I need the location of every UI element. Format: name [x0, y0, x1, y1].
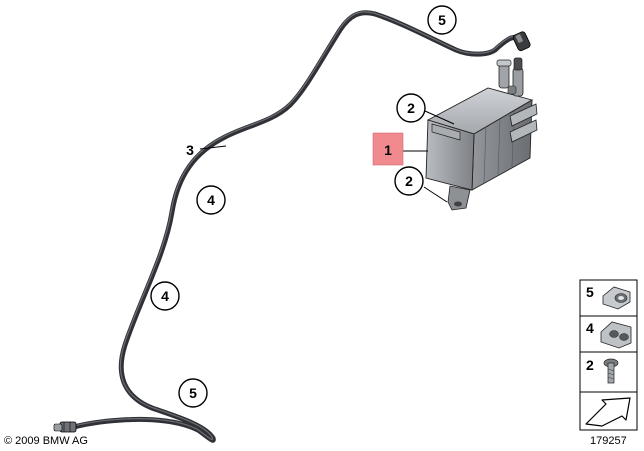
parts-legend: 5 4 2	[579, 279, 638, 431]
direction-arrow-icon	[585, 397, 631, 427]
double-clip-icon	[600, 321, 632, 349]
callout-2-lower[interactable]: 2	[394, 166, 424, 196]
hose-end-fitting-top	[512, 31, 531, 52]
bolt-icon	[603, 358, 619, 384]
callout-3[interactable]: 3	[186, 142, 194, 158]
svg-text:2: 2	[586, 357, 594, 373]
svg-text:5: 5	[586, 284, 594, 300]
svg-text:2: 2	[405, 173, 413, 189]
legend-item-4[interactable]: 4	[586, 320, 632, 349]
svg-text:1: 1	[384, 142, 392, 158]
legend-item-5[interactable]: 5	[586, 284, 631, 310]
legend-item-2[interactable]: 2	[586, 357, 619, 384]
svg-text:3: 3	[186, 142, 194, 158]
transmission-oil-cooler	[425, 57, 538, 211]
callout-4-lower[interactable]: 4	[150, 281, 180, 311]
svg-text:2: 2	[407, 100, 415, 116]
callout-5-top[interactable]: 5	[427, 5, 457, 35]
copyright-text: © 2009 BMW AG	[4, 435, 88, 447]
callout-5-bottom[interactable]: 5	[178, 378, 208, 408]
svg-text:5: 5	[189, 385, 197, 401]
svg-text:4: 4	[161, 288, 169, 304]
callout-2-upper[interactable]: 2	[396, 93, 426, 123]
svg-text:4: 4	[207, 192, 215, 208]
callout-1-highlighted[interactable]: 1	[372, 132, 404, 166]
hose-line	[67, 10, 527, 443]
diagram-id: 179257	[590, 435, 627, 447]
callout-4-upper[interactable]: 4	[196, 185, 226, 215]
hose-end-fitting-bottom	[53, 421, 77, 433]
svg-text:5: 5	[438, 12, 446, 28]
hose-clip-icon	[602, 286, 631, 310]
svg-text:4: 4	[586, 320, 594, 336]
